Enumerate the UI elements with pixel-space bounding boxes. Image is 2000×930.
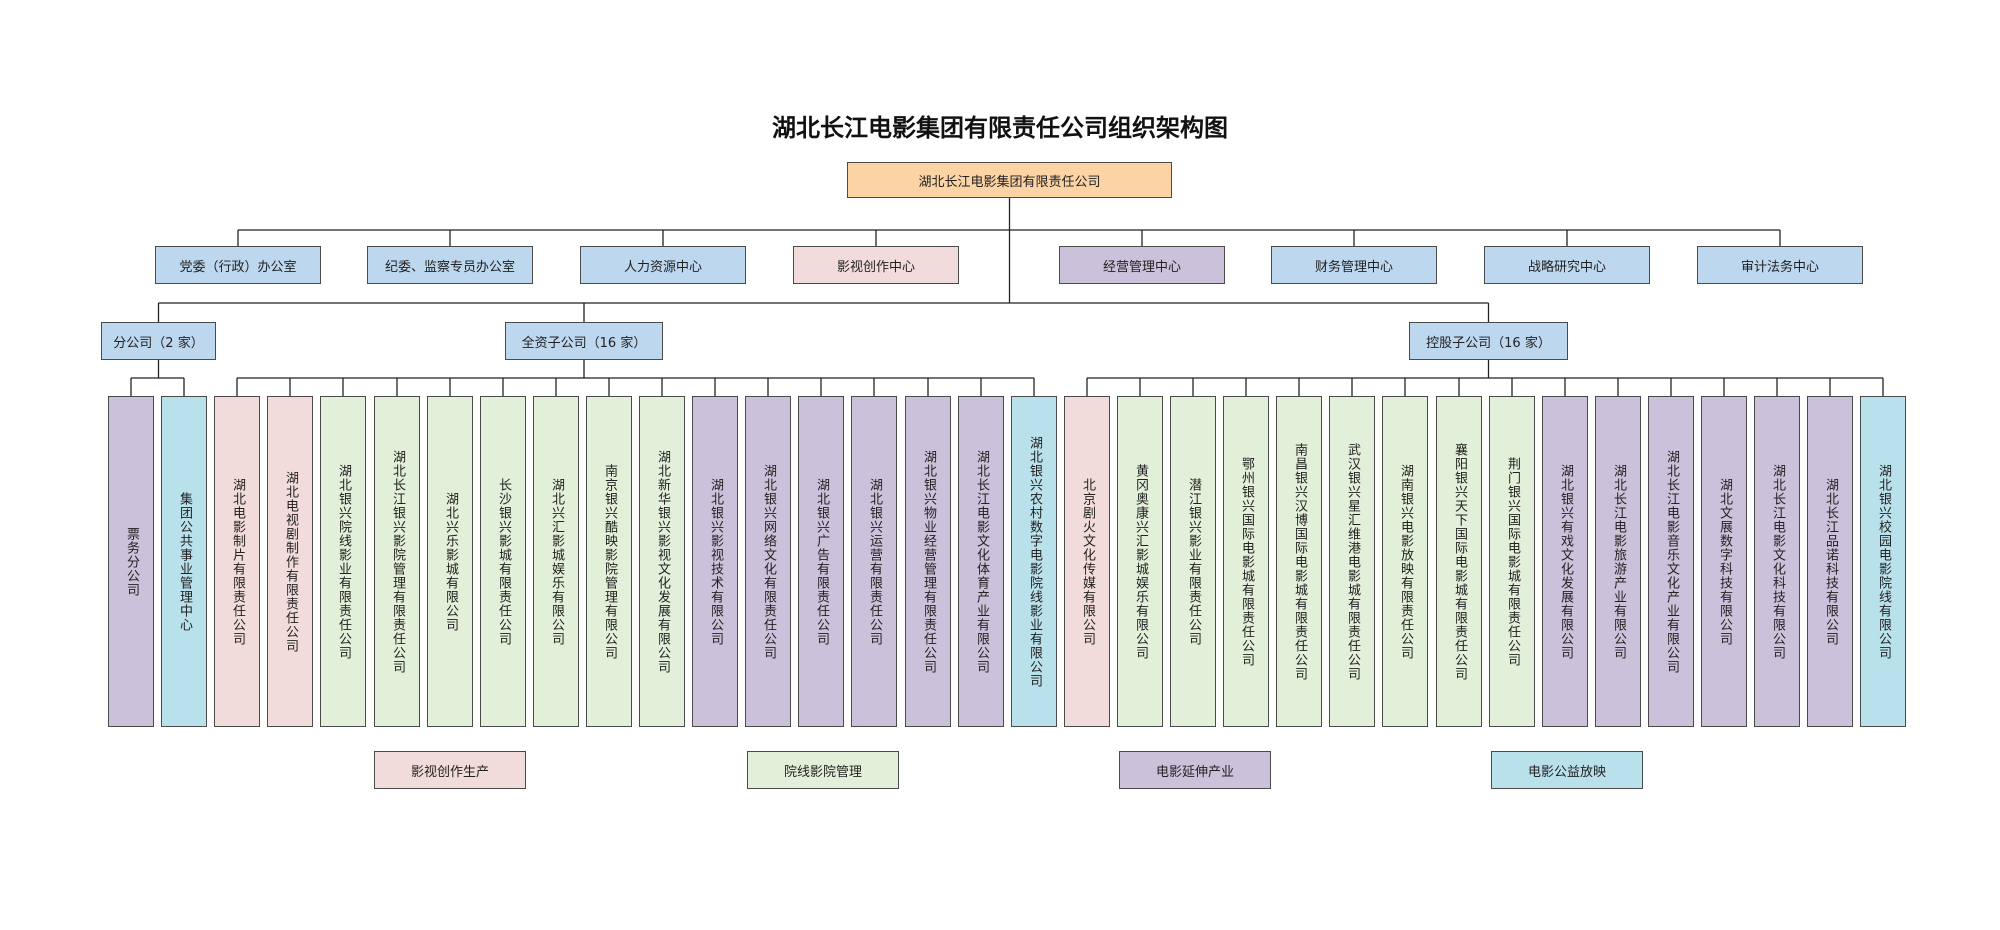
company-box: 湖北兴乐影城有限公司: [427, 396, 473, 727]
company-label: 湖北长江电影文化科技有限公司: [1770, 463, 1785, 660]
company-label: 南京银兴酷映影院管理有限公司: [602, 463, 617, 660]
department-box: 影视创作中心: [793, 246, 959, 284]
group-box: 控股子公司（16 家）: [1409, 322, 1568, 360]
company-box: 鄂州银兴国际电影城有限责任公司: [1223, 396, 1269, 727]
department-box: 人力资源中心: [580, 246, 746, 284]
chart-title: 湖北长江电影集团有限责任公司组织架构图: [772, 113, 1228, 142]
company-box: 湖北电影制片有限责任公司: [214, 396, 260, 727]
company-label: 湖北长江品诺科技有限公司: [1823, 477, 1838, 646]
company-label: 湖北兴乐影城有限公司: [443, 491, 458, 632]
company-label: 鄂州银兴国际电影城有限责任公司: [1239, 456, 1254, 667]
company-box: 襄阳银兴天下国际电影城有限责任公司: [1436, 396, 1482, 727]
company-label: 湖北长江银兴影院管理有限责任公司: [390, 449, 405, 674]
legend-item: 电影公益放映: [1491, 751, 1643, 789]
company-box: 湖北银兴有戏文化发展有限公司: [1542, 396, 1588, 727]
company-box: 湖北银兴广告有限责任公司: [798, 396, 844, 727]
company-box: 湖北长江品诺科技有限公司: [1807, 396, 1853, 727]
department-box: 党委（行政）办公室: [155, 246, 321, 284]
company-box: 湖北银兴院线影业有限责任公司: [320, 396, 366, 727]
company-box: 长沙银兴影城有限责任公司: [480, 396, 526, 727]
company-box: 湖北长江银兴影院管理有限责任公司: [374, 396, 420, 727]
company-label: 湖北银兴校园电影院线有限公司: [1876, 463, 1891, 660]
legend-item: 影视创作生产: [374, 751, 526, 789]
company-label: 湖北银兴广告有限责任公司: [814, 477, 829, 646]
company-box: 潜江银兴影业有限责任公司: [1170, 396, 1216, 727]
company-box: 湖北银兴物业经营管理有限责任公司: [905, 396, 951, 727]
company-label: 票务分公司: [124, 526, 139, 597]
department-box: 审计法务中心: [1697, 246, 1863, 284]
company-label: 湖北银兴网络文化有限责任公司: [761, 463, 776, 660]
company-box: 湖北电视剧制作有限责任公司: [267, 396, 313, 727]
company-box: 票务分公司: [108, 396, 154, 727]
department-box: 财务管理中心: [1271, 246, 1437, 284]
root-company-box: 湖北长江电影集团有限责任公司: [847, 162, 1172, 198]
company-label: 湖北电影制片有限责任公司: [230, 477, 245, 646]
company-label: 南昌银兴汉博国际电影城有限责任公司: [1292, 442, 1307, 681]
legend-item: 院线影院管理: [747, 751, 899, 789]
company-label: 湖北新华银兴影视文化发展有限公司: [655, 449, 670, 674]
company-box: 湖北银兴农村数字电影院线影业有限公司: [1011, 396, 1057, 727]
company-box: 湖北银兴网络文化有限责任公司: [745, 396, 791, 727]
company-label: 湖北银兴农村数字电影院线影业有限公司: [1027, 435, 1042, 688]
company-label: 湖北银兴有戏文化发展有限公司: [1558, 463, 1573, 660]
company-label: 湖北长江电影旅游产业有限公司: [1611, 463, 1626, 660]
company-label: 湖北文展数字科技有限公司: [1717, 477, 1732, 646]
company-label: 黄冈奥康兴汇影城娱乐有限公司: [1133, 463, 1148, 660]
company-box: 武汉银兴星汇维港电影城有限责任公司: [1329, 396, 1375, 727]
company-label: 湖南银兴电影放映有限责任公司: [1398, 463, 1413, 660]
company-label: 荆门银兴国际电影城有限责任公司: [1505, 456, 1520, 667]
company-box: 湖北长江电影音乐文化产业有限公司: [1648, 396, 1694, 727]
group-box: 分公司（2 家）: [101, 322, 216, 360]
company-label: 武汉银兴星汇维港电影城有限责任公司: [1345, 442, 1360, 681]
company-box: 湖北长江电影文化科技有限公司: [1754, 396, 1800, 727]
company-box: 湖北银兴影视技术有限公司: [692, 396, 738, 727]
company-box: 黄冈奥康兴汇影城娱乐有限公司: [1117, 396, 1163, 727]
company-label: 湖北银兴院线影业有限责任公司: [336, 463, 351, 660]
company-label: 北京剧火文化传媒有限公司: [1080, 477, 1095, 646]
company-box: 湖北银兴校园电影院线有限公司: [1860, 396, 1906, 727]
company-box: 北京剧火文化传媒有限公司: [1064, 396, 1110, 727]
company-box: 湖北文展数字科技有限公司: [1701, 396, 1747, 727]
company-label: 长沙银兴影城有限责任公司: [496, 477, 511, 646]
company-label: 湖北银兴物业经营管理有限责任公司: [921, 449, 936, 674]
company-label: 湖北长江电影音乐文化产业有限公司: [1664, 449, 1679, 674]
company-label: 襄阳银兴天下国际电影城有限责任公司: [1452, 442, 1467, 681]
company-box: 南昌银兴汉博国际电影城有限责任公司: [1276, 396, 1322, 727]
company-box: 南京银兴酷映影院管理有限公司: [586, 396, 632, 727]
department-box: 战略研究中心: [1484, 246, 1650, 284]
company-label: 湖北长江电影文化体育产业有限公司: [974, 449, 989, 674]
company-box: 湖北新华银兴影视文化发展有限公司: [639, 396, 685, 727]
company-box: 湖北长江电影旅游产业有限公司: [1595, 396, 1641, 727]
company-label: 集团公共事业管理中心: [177, 491, 192, 632]
company-box: 湖南银兴电影放映有限责任公司: [1382, 396, 1428, 727]
company-box: 荆门银兴国际电影城有限责任公司: [1489, 396, 1535, 727]
department-box: 经营管理中心: [1059, 246, 1225, 284]
company-label: 湖北电视剧制作有限责任公司: [283, 470, 298, 653]
company-label: 湖北银兴运营有限责任公司: [867, 477, 882, 646]
legend-item: 电影延伸产业: [1119, 751, 1271, 789]
company-label: 湖北银兴影视技术有限公司: [708, 477, 723, 646]
group-box: 全资子公司（16 家）: [505, 322, 663, 360]
company-box: 集团公共事业管理中心: [161, 396, 207, 727]
company-label: 湖北兴汇影城娱乐有限公司: [549, 477, 564, 646]
company-box: 湖北长江电影文化体育产业有限公司: [958, 396, 1004, 727]
company-box: 湖北兴汇影城娱乐有限公司: [533, 396, 579, 727]
department-box: 纪委、监察专员办公室: [367, 246, 533, 284]
company-label: 潜江银兴影业有限责任公司: [1186, 477, 1201, 646]
company-box: 湖北银兴运营有限责任公司: [851, 396, 897, 727]
